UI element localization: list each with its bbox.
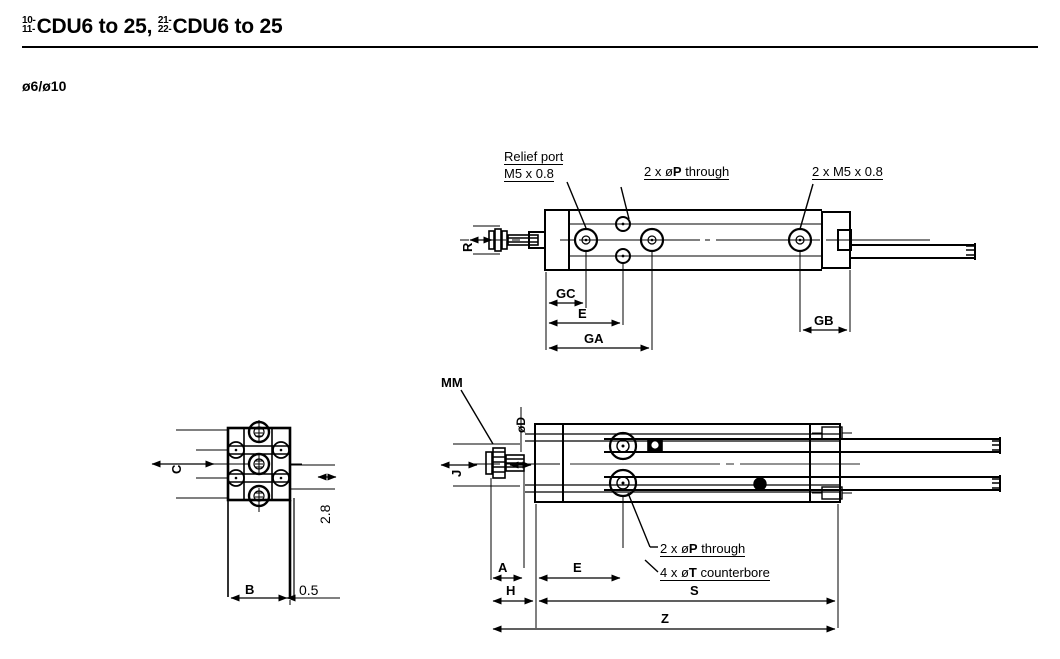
dim-GC-label: GC bbox=[556, 286, 576, 301]
callout-p-through-top: 2 x øP through bbox=[644, 164, 730, 180]
title-prefix-2-bottom: 22- bbox=[157, 24, 172, 35]
dim-E-label-top: E bbox=[578, 306, 587, 321]
dim-offset-label: 2.8 bbox=[317, 504, 333, 524]
dim-thickness-label: 0.5 bbox=[299, 582, 319, 598]
callout-t-counterbore-bottom: 4 x øT counterbore bbox=[660, 565, 770, 581]
section-view-geometry bbox=[151, 420, 340, 605]
dim-B-label: B bbox=[245, 582, 255, 597]
title-prefix-2: 21-22- bbox=[157, 14, 172, 35]
callout-MM-label: MM bbox=[441, 375, 463, 390]
title-part-1: CDU6 to 25, bbox=[36, 15, 153, 38]
page-header: 10-11-CDU6 to 25, 21-22-CDU6 to 25 bbox=[22, 14, 1038, 52]
dim-R-label: R bbox=[460, 242, 475, 252]
header-divider bbox=[22, 46, 1038, 48]
callout-p-through-bottom: 2 x øP through bbox=[660, 541, 746, 557]
page-title: 10-11-CDU6 to 25, 21-22-CDU6 to 25 bbox=[22, 14, 1038, 40]
dim-C-label: C bbox=[169, 464, 184, 474]
callout-m5-thread-top: 2 x M5 x 0.8 bbox=[812, 164, 883, 180]
dim-H-label: H bbox=[506, 583, 516, 598]
dim-S-label: S bbox=[690, 583, 699, 598]
dim-J-label: J bbox=[449, 469, 464, 477]
title-prefix-1-bottom: 11- bbox=[22, 24, 36, 35]
title-prefix-2-top: 21- bbox=[157, 14, 172, 26]
dim-A-label: A bbox=[498, 560, 508, 575]
title-prefix-1: 10-11- bbox=[22, 14, 36, 35]
bore-size-label: ø6/ø10 bbox=[22, 78, 67, 94]
callout-relief-port-line2: M5 x 0.8 bbox=[504, 166, 554, 182]
callout-relief-port-line1: Relief port bbox=[504, 149, 564, 165]
title-part-2: CDU6 to 25 bbox=[172, 15, 283, 38]
title-prefix-1-top: 10- bbox=[22, 14, 36, 26]
dim-Z-label: Z bbox=[661, 611, 669, 626]
dim-GB-label: GB bbox=[814, 313, 834, 328]
dim-E-label-bottom: E bbox=[573, 560, 582, 575]
top-view-geometry bbox=[460, 181, 976, 352]
dim-D-label: øD bbox=[514, 417, 528, 433]
dim-GA-label: GA bbox=[584, 331, 604, 346]
